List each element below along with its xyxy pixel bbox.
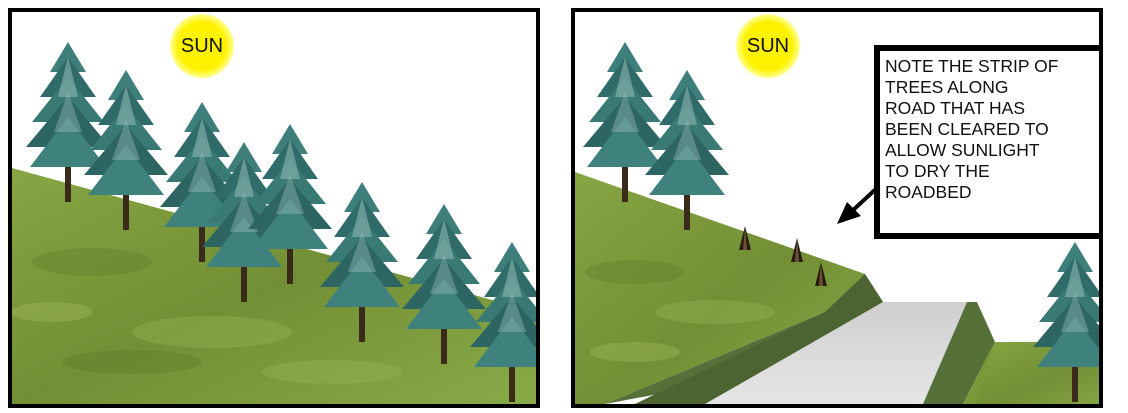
note-line: BEEN CLEARED TO [885,119,1049,139]
sun-label: SUN [747,35,789,57]
note-line: NOTE THE STRIP OF [885,56,1058,76]
note-line: ROAD THAT HAS [885,98,1025,118]
sun-label: SUN [181,35,223,57]
note-line: ALLOW SUNLIGHT [885,140,1040,160]
tree [583,42,667,202]
forested-hillside-panel: SUN [8,8,540,408]
note-line: ROADBED [885,182,972,202]
cleared-road-svg: SUN NOTE THE STRIP OF TREES ALONG ROAD T… [575,12,1103,404]
cleared-road-panel: SUN NOTE THE STRIP OF TREES ALONG ROAD T… [571,8,1103,408]
arrow-icon [837,188,877,224]
forested-hillside-svg: SUN [12,12,536,404]
note-line: TO DRY THE [885,161,990,181]
note-line: TREES ALONG [885,77,1009,97]
